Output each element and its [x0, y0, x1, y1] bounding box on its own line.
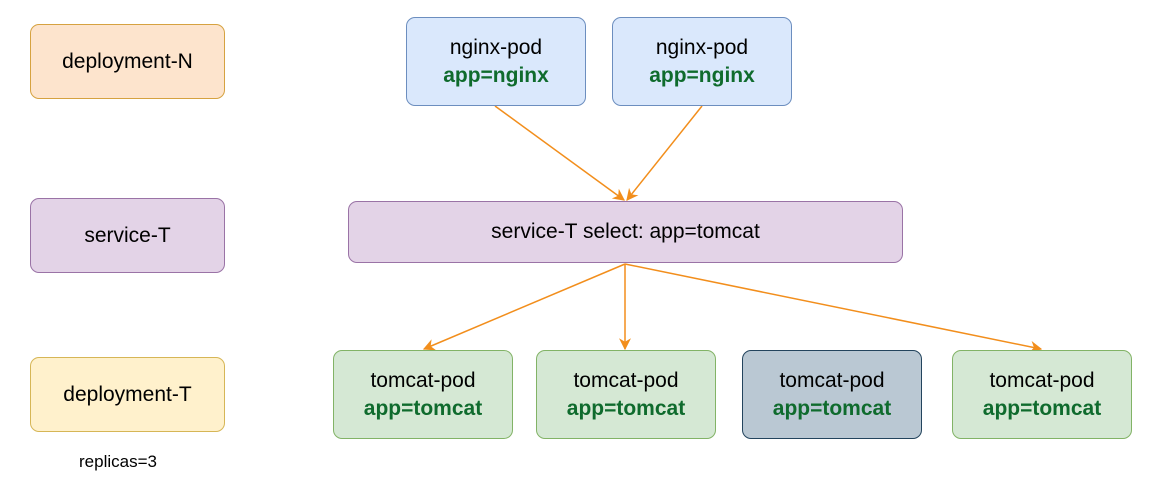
- tomcat-pod-3-label: app=tomcat: [772, 396, 892, 420]
- tomcat-pod-4-label: app=tomcat: [982, 396, 1102, 420]
- tomcat-pod-3[interactable]: tomcat-pod app=tomcat: [742, 350, 922, 439]
- legend-deployment-t-label: deployment-T: [63, 382, 192, 406]
- tomcat-pod-1[interactable]: tomcat-pod app=tomcat: [333, 350, 513, 439]
- tomcat-pod-1-name: tomcat-pod: [370, 368, 476, 392]
- arrow-service-to-tomcat4: [624, 263, 1043, 353]
- replicas-note: replicas=3: [79, 452, 157, 471]
- tomcat-pod-4-name: tomcat-pod: [989, 368, 1095, 392]
- legend-deployment-n-label: deployment-N: [62, 49, 193, 73]
- service-t-box[interactable]: service-T select: app=tomcat: [348, 201, 903, 263]
- tomcat-pod-2[interactable]: tomcat-pod app=tomcat: [536, 350, 716, 439]
- arrow-nginx2-to-service: [626, 105, 703, 201]
- nginx-pod-1-label: app=nginx: [443, 63, 549, 87]
- nginx-pod-1-name: nginx-pod: [449, 35, 543, 59]
- tomcat-pod-2-name: tomcat-pod: [573, 368, 679, 392]
- legend-deployment-t[interactable]: deployment-T: [30, 357, 225, 432]
- arrow-nginx1-to-service: [494, 105, 625, 201]
- nginx-pod-2[interactable]: nginx-pod app=nginx: [612, 17, 792, 106]
- nginx-pod-1[interactable]: nginx-pod app=nginx: [406, 17, 586, 106]
- tomcat-pod-3-name: tomcat-pod: [779, 368, 885, 392]
- tomcat-pod-4[interactable]: tomcat-pod app=tomcat: [952, 350, 1132, 439]
- service-t-text: service-T select: app=tomcat: [491, 220, 760, 243]
- arrow-service-to-tomcat1: [422, 263, 626, 351]
- legend-service-t[interactable]: service-T: [30, 198, 225, 273]
- legend-deployment-n[interactable]: deployment-N: [30, 24, 225, 99]
- nginx-pod-2-label: app=nginx: [649, 63, 755, 87]
- legend-service-t-label: service-T: [84, 223, 171, 247]
- tomcat-pod-1-label: app=tomcat: [363, 396, 483, 420]
- tomcat-pod-2-label: app=tomcat: [566, 396, 686, 420]
- nginx-pod-2-name: nginx-pod: [655, 35, 749, 59]
